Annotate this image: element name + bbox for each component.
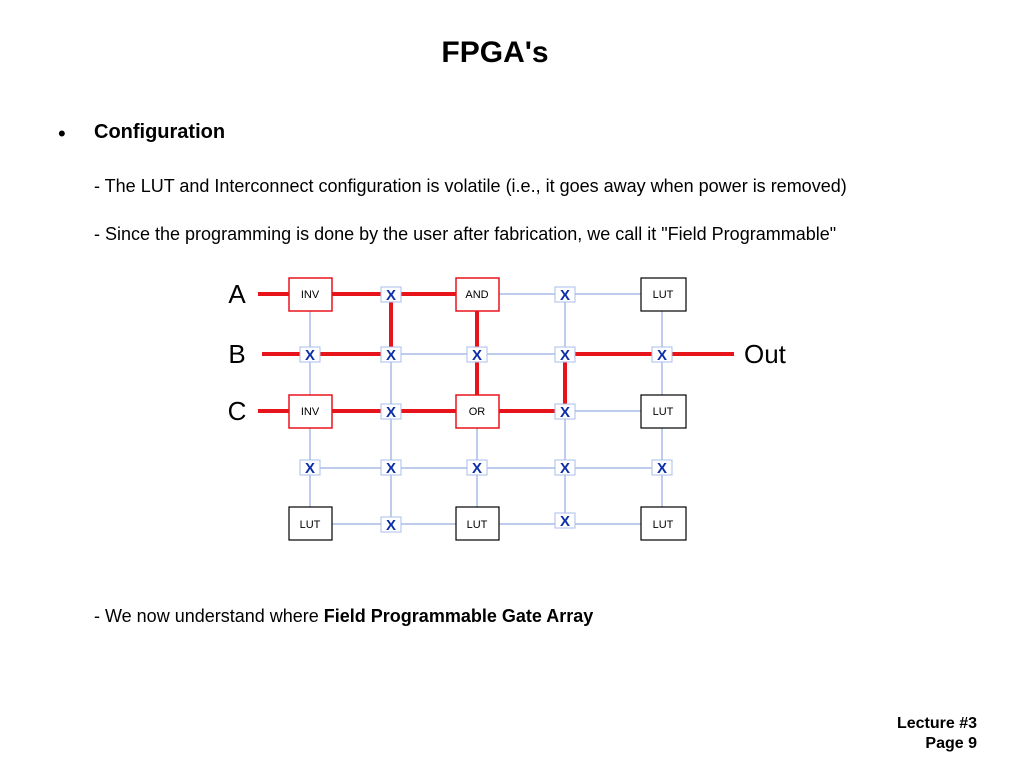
switch-label: X xyxy=(386,347,396,364)
lecture-number: Lecture #3 xyxy=(896,715,977,732)
switch-label: X xyxy=(386,404,396,421)
input-label-c: C xyxy=(228,396,247,426)
slide-footer: Lecture #3 Page 9 xyxy=(897,714,977,754)
logic-block-label: LUT xyxy=(653,289,674,301)
logic-block-label: INV xyxy=(301,406,320,418)
logic-block-inv-2: INV xyxy=(288,394,333,429)
switch-label: X xyxy=(472,347,482,364)
switch-box-r1c4: X xyxy=(554,286,576,304)
input-label-a: A xyxy=(228,279,246,309)
switch-label: X xyxy=(305,460,315,477)
switch-label: X xyxy=(560,513,570,530)
switch-label: X xyxy=(560,347,570,364)
volatile-config-text: - The LUT and Interconnect configuration… xyxy=(94,176,847,196)
switch-box-r4c3: X xyxy=(466,459,488,477)
logic-block-label: INV xyxy=(301,289,320,301)
switch-box-r2c1: X xyxy=(299,346,321,364)
page-number: Page 9 xyxy=(925,735,977,752)
switch-box-r3c4: X xyxy=(554,403,576,421)
switch-box-r5c2: X xyxy=(380,516,402,534)
switch-box-r1c2: X xyxy=(380,286,402,304)
logic-block-label: OR xyxy=(469,406,486,418)
switch-label: X xyxy=(560,404,570,421)
switch-box-r3c2: X xyxy=(380,403,402,421)
switch-box-r2c5: X xyxy=(651,346,673,364)
logic-block-lut-mid-right: LUT xyxy=(640,394,687,429)
fpga-name-bold: Field Programmable Gate Array xyxy=(323,606,594,626)
switch-box-r2c3: X xyxy=(466,346,488,364)
logic-block-and: AND xyxy=(455,277,500,312)
switch-label: X xyxy=(560,287,570,304)
switch-box-r4c4: X xyxy=(554,459,576,477)
switch-box-r4c5: X xyxy=(651,459,673,477)
switch-label: X xyxy=(657,460,667,477)
switch-label: X xyxy=(560,460,570,477)
fpga-name-prefix: - We now understand where xyxy=(94,606,324,626)
switch-box-r4c1: X xyxy=(299,459,321,477)
logic-block-lut-bottom-left: LUT xyxy=(288,506,333,541)
logic-block-label: LUT xyxy=(653,406,674,418)
logic-block-lut-bottom-mid: LUT xyxy=(455,506,500,541)
switch-label: X xyxy=(657,347,667,364)
field-programmable-text: - Since the programming is done by the u… xyxy=(94,224,837,244)
fpga-name-text: - We now understand where Field Programm… xyxy=(94,606,593,627)
switch-label: X xyxy=(386,460,396,477)
bullet-marker: • xyxy=(58,121,66,146)
switch-box-r4c2: X xyxy=(380,459,402,477)
switch-box-r2c2: X xyxy=(380,346,402,364)
logic-block-or: OR xyxy=(455,394,500,429)
logic-block-label: LUT xyxy=(300,519,321,531)
logic-block-label: LUT xyxy=(467,519,488,531)
bullet-heading: Configuration xyxy=(94,121,226,143)
input-label-b: B xyxy=(228,339,245,369)
switch-box-r5c4: X xyxy=(554,512,576,530)
logic-block-inv-1: INV xyxy=(288,277,333,312)
switch-label: X xyxy=(386,287,396,304)
logic-block-label: AND xyxy=(465,289,488,301)
output-label: Out xyxy=(744,339,787,369)
slide-title: FPGA's xyxy=(441,36,549,69)
switch-label: X xyxy=(305,347,315,364)
logic-block-lut-bottom-right: LUT xyxy=(640,506,687,541)
logic-block-label: LUT xyxy=(653,519,674,531)
switch-label: X xyxy=(472,460,482,477)
switch-box-r2c4: X xyxy=(554,346,576,364)
logic-block-lut-top-right: LUT xyxy=(640,277,687,312)
switch-label: X xyxy=(386,517,396,534)
